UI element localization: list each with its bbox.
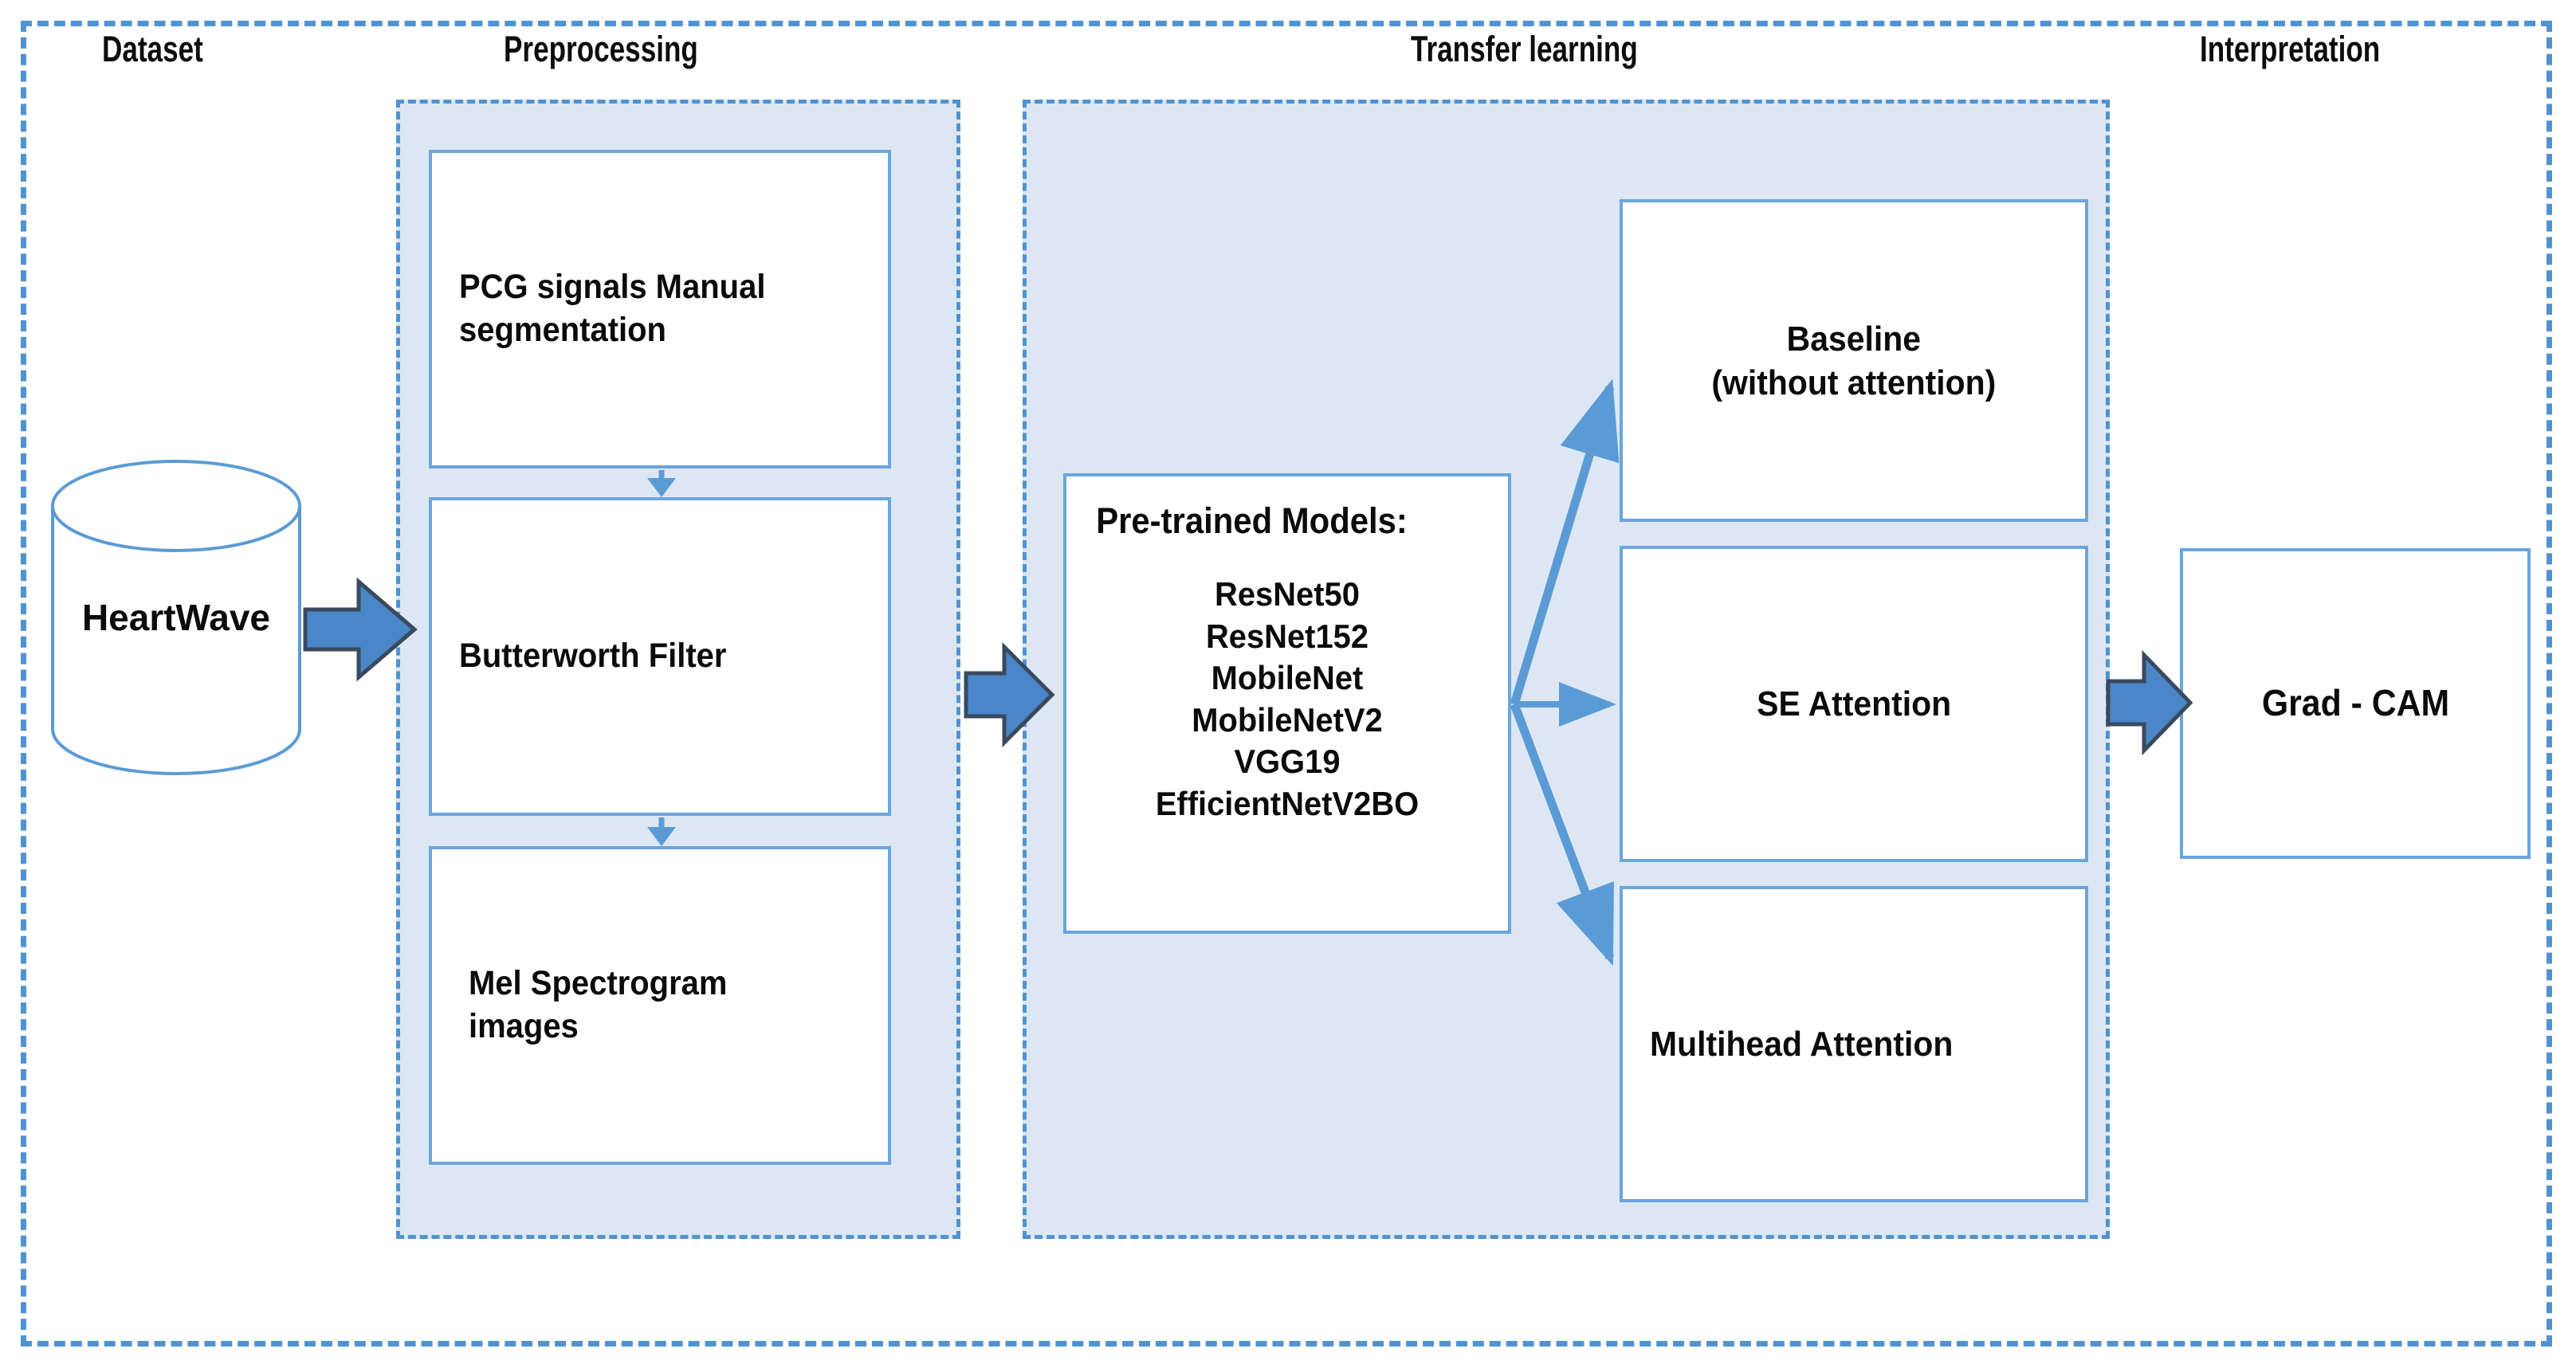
- box-baseline-label-line1: Baseline: [1786, 319, 1922, 359]
- box-pcg-segmentation-label: PCG signals Manual segmentation: [459, 268, 766, 349]
- model-name-mobilenet: MobileNet: [1211, 659, 1364, 697]
- box-butterworth-filter: Butterworth Filter: [429, 497, 891, 816]
- stage-heading-dataset: Dataset: [102, 29, 203, 69]
- box-mel-spectrogram: Mel Spectrogram images: [429, 846, 891, 1165]
- box-multihead-attention: Multihead Attention: [1620, 886, 2088, 1202]
- model-name-mobilenetv2: MobileNetV2: [1192, 700, 1383, 739]
- box-multihead-attention-label: Multihead Attention: [1650, 1025, 1954, 1064]
- box-grad-cam-label: Grad - CAM: [2261, 682, 2449, 724]
- box-baseline-label-line2: (without attention): [1711, 363, 1997, 402]
- stage-heading-preprocessing: Preprocessing: [504, 29, 698, 69]
- box-pcg-segmentation: PCG signals Manual segmentation: [429, 150, 891, 468]
- box-grad-cam: Grad - CAM: [2180, 548, 2531, 859]
- model-name-efficientnetv2bo: EfficientNetV2BO: [1155, 784, 1420, 822]
- box-baseline: Baseline (without attention): [1620, 199, 2088, 522]
- model-name-vgg19: VGG19: [1234, 743, 1341, 781]
- outer-dashed-frame: [21, 21, 2552, 1347]
- model-name-resnet50: ResNet50: [1215, 575, 1360, 613]
- box-pretrained-models: Pre-trained Models: ResNet50 ResNet152 M…: [1063, 473, 1511, 934]
- database-cylinder: HeartWave: [49, 458, 303, 777]
- cylinder-icon: [51, 460, 301, 775]
- database-label: HeartWave: [81, 597, 271, 638]
- stage-heading-interpretation: Interpretation: [2200, 29, 2381, 69]
- box-se-attention: SE Attention: [1620, 546, 2088, 862]
- stage-heading-transfer-learning: Transfer learning: [1411, 29, 1638, 69]
- box-se-attention-label: SE Attention: [1756, 684, 1951, 723]
- box-mel-spectrogram-label: Mel Spectrogram images: [469, 964, 728, 1045]
- model-name-resnet152: ResNet152: [1205, 617, 1369, 655]
- box-butterworth-filter-label: Butterworth Filter: [459, 637, 727, 676]
- pretrained-models-heading: Pre-trained Models:: [1096, 500, 1408, 541]
